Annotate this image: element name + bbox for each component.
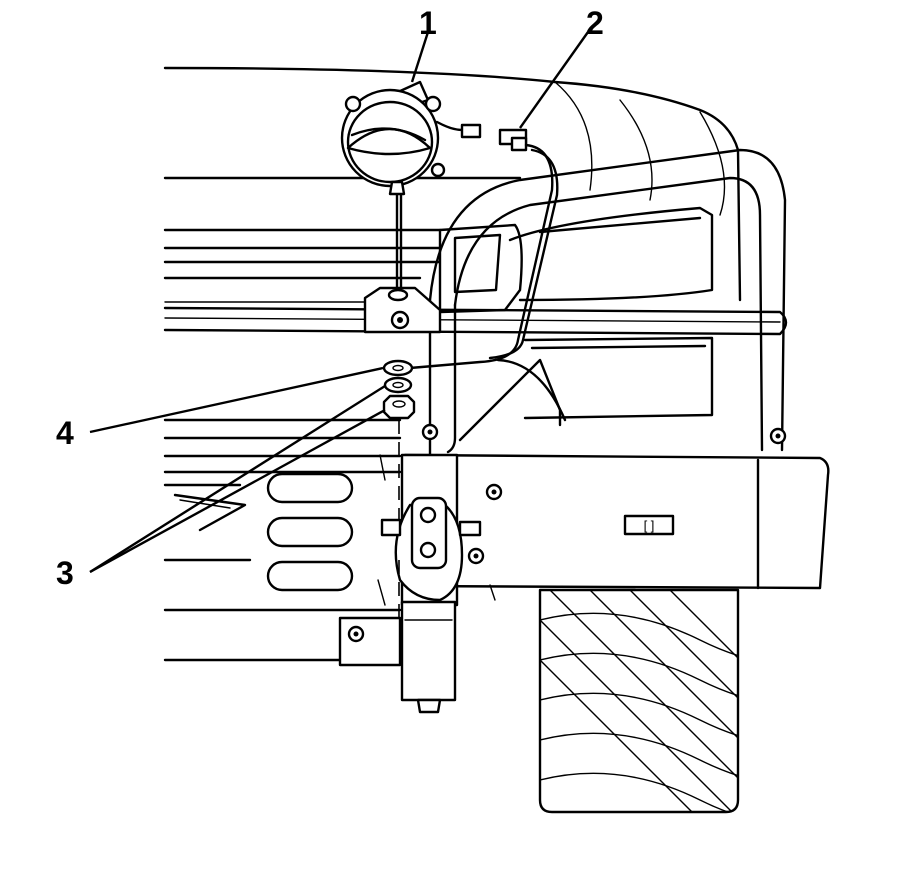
bumper-marker-text: [ ] xyxy=(644,518,655,533)
leader-1 xyxy=(410,31,430,83)
callout-3: 3 xyxy=(56,555,74,591)
leader-lines xyxy=(89,31,589,574)
lock-washer xyxy=(383,376,413,394)
tow-hook xyxy=(377,453,496,607)
callout-1: 1 xyxy=(419,5,437,41)
hood xyxy=(163,66,742,302)
mounting-hardware xyxy=(382,288,416,620)
callout-2: 2 xyxy=(586,5,604,41)
front-bumper: [ ] xyxy=(403,453,830,590)
grille-guard xyxy=(163,148,788,457)
leader-3b xyxy=(89,408,386,574)
headlamp xyxy=(438,206,714,420)
fog-lamp xyxy=(340,80,482,292)
grille xyxy=(163,176,522,662)
callout-4: 4 xyxy=(56,415,74,451)
bumper-marker xyxy=(623,514,675,536)
leader-3a xyxy=(89,384,386,574)
tire xyxy=(538,588,740,814)
leader-4 xyxy=(89,366,384,434)
frame-bracket xyxy=(338,600,457,714)
grille-slots xyxy=(266,472,354,592)
washer xyxy=(382,359,414,377)
leader-2 xyxy=(519,31,589,129)
wiring-harness xyxy=(408,128,567,422)
